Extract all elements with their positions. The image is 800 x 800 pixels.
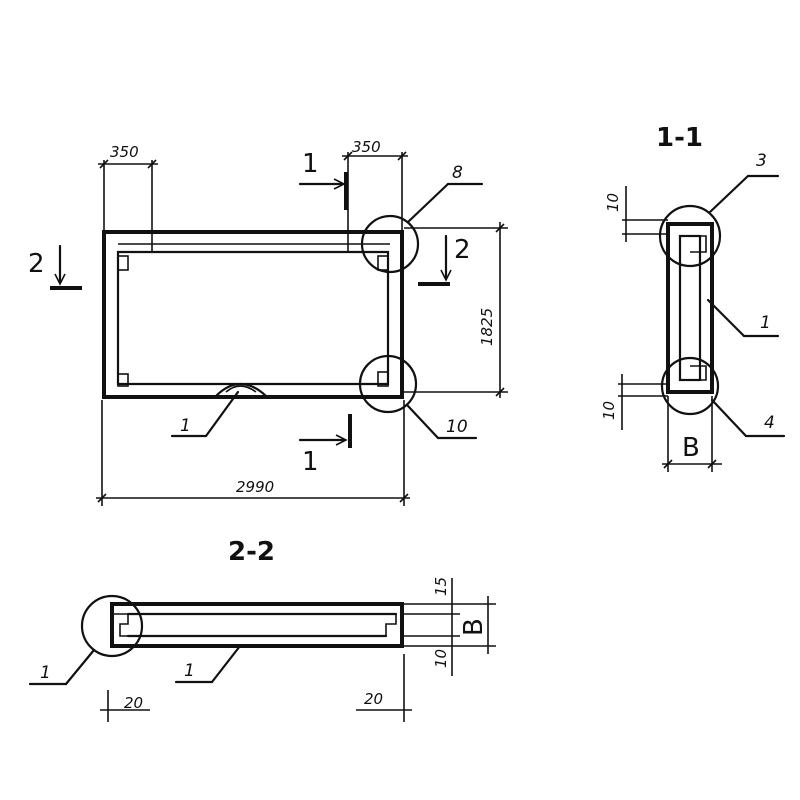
detail-circle-4 xyxy=(660,356,720,416)
plan-view: 350 350 2990 1825 1 1 xyxy=(28,138,508,506)
slab-outer xyxy=(110,602,404,648)
frame-inner xyxy=(116,250,390,386)
dim-overall-length: 2990 xyxy=(236,478,274,496)
corner-block-br xyxy=(377,371,389,387)
callout-1-left: 1 xyxy=(40,663,51,683)
dim-10-top: 10 xyxy=(604,193,622,212)
detail-circle-3 xyxy=(658,204,722,268)
cut-1-top: 1 xyxy=(302,149,319,179)
dim-10-2-2: 10 xyxy=(432,649,450,668)
section-1-1: 1-1 10 10 B 3 1 xyxy=(600,123,786,472)
lifting-loop-inner xyxy=(225,385,257,393)
dim-B: B xyxy=(682,433,700,463)
dim-right-350: 350 xyxy=(352,138,381,156)
panel-outer xyxy=(666,222,714,394)
detail-circle-10 xyxy=(358,354,418,414)
dim-left-350: 350 xyxy=(110,143,139,161)
section-2-2: 2-2 15 B 10 20 20 1 1 xyxy=(28,537,496,722)
callout-10: 10 xyxy=(446,417,468,437)
dim-B-2-2: B xyxy=(459,618,489,636)
lifting-loop xyxy=(214,382,268,398)
cut-2-left: 2 xyxy=(28,249,45,279)
callout-8: 8 xyxy=(452,163,463,183)
callout-1-section: 1 xyxy=(760,313,771,333)
section-1-1-title: 1-1 xyxy=(656,123,703,153)
dim-15: 15 xyxy=(432,577,450,596)
callout-1-mid: 1 xyxy=(184,661,195,681)
cut-1-bottom: 1 xyxy=(302,447,319,477)
callout-4: 4 xyxy=(764,413,775,433)
dim-20-left: 20 xyxy=(124,694,143,712)
callout-1: 1 xyxy=(180,416,191,436)
dim-10-bottom: 10 xyxy=(600,401,618,420)
dim-height: 1825 xyxy=(478,308,496,346)
corner-block-tr xyxy=(377,255,389,271)
dim-20-right: 20 xyxy=(364,690,383,708)
corner-block-tl xyxy=(117,255,129,271)
callout-3: 3 xyxy=(756,151,767,171)
detail-circle-8 xyxy=(360,214,420,274)
cut-2-right: 2 xyxy=(454,235,471,265)
corner-block-bl xyxy=(117,373,129,387)
section-2-2-title: 2-2 xyxy=(228,537,275,567)
frame-outer xyxy=(102,230,404,399)
detail-circle-2-2 xyxy=(80,594,144,658)
